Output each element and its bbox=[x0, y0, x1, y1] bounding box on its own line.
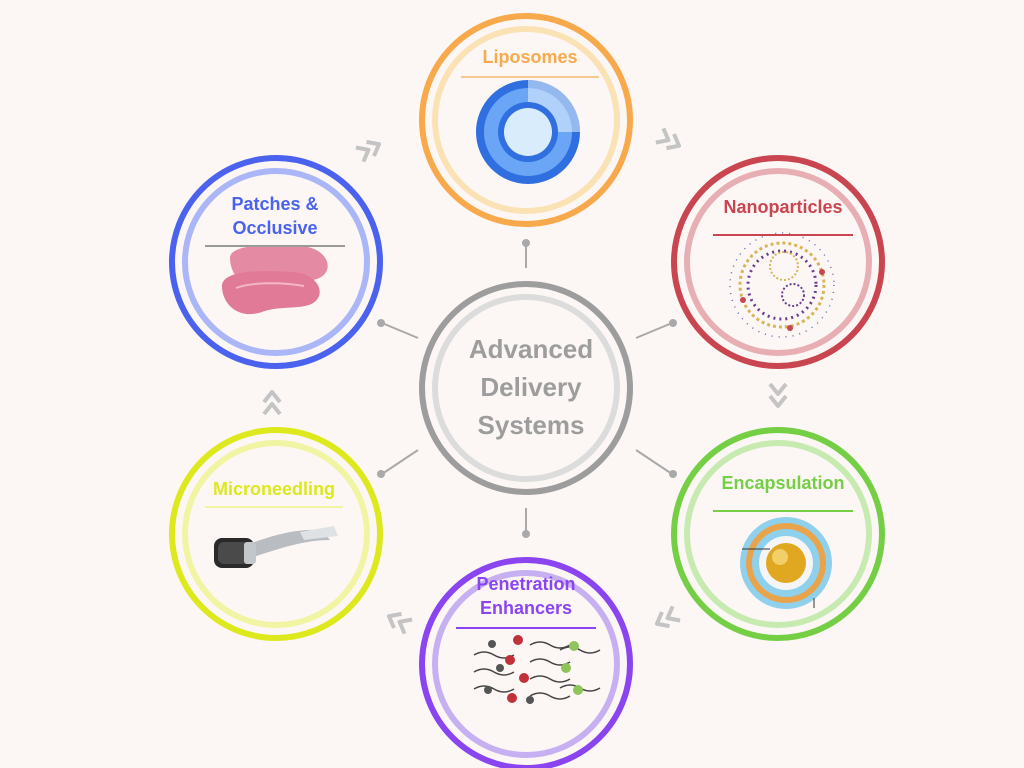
node-label-nanoparticles: Nanoparticles bbox=[698, 195, 868, 219]
node-label-line: Penetration bbox=[476, 574, 576, 594]
node-label-patches-occlusive: Patches & Occlusive bbox=[190, 192, 360, 240]
chevron-arrow-icon bbox=[655, 127, 682, 151]
center-title-line: Delivery bbox=[480, 372, 582, 402]
connector-dot-encapsulation bbox=[669, 470, 677, 478]
center-title-line: Systems bbox=[477, 410, 585, 440]
center-title: Advanced Delivery Systems bbox=[440, 330, 622, 444]
node-ring-microneedling bbox=[169, 427, 383, 641]
connectors bbox=[381, 243, 673, 534]
encapsulation-illustration bbox=[740, 517, 832, 609]
connector-dot-nanoparticles bbox=[669, 319, 677, 327]
node-label-line: Occlusive bbox=[232, 218, 318, 238]
separator-penetration bbox=[456, 627, 596, 629]
chevron-arrow-icon bbox=[355, 139, 382, 163]
patches-illustration bbox=[222, 245, 328, 315]
node-label-microneedling: Microneedling bbox=[190, 477, 358, 501]
connector-encapsulation bbox=[635, 449, 673, 475]
node-label-line: Enhancers bbox=[479, 598, 573, 618]
connector-dot-penetration bbox=[522, 530, 530, 538]
connector-dot-liposomes bbox=[522, 239, 530, 247]
separator-liposomes bbox=[461, 76, 599, 78]
node-ring-patches-occlusive bbox=[169, 155, 383, 369]
node-label-penetration-enhancers: Penetration Enhancers bbox=[441, 572, 611, 620]
chevron-arrow-icon bbox=[654, 605, 681, 629]
node-label-liposomes: Liposomes bbox=[446, 45, 614, 69]
node-label-line: Patches & bbox=[231, 194, 319, 214]
connector-nanoparticles bbox=[635, 322, 673, 339]
node-ring-encapsulation bbox=[671, 427, 885, 641]
node-label-encapsulation: Encapsulation bbox=[698, 471, 868, 495]
chevron-arrow-icon bbox=[768, 382, 788, 408]
nanoparticle-illustration bbox=[729, 232, 835, 338]
node-label-line: Microneedling bbox=[212, 479, 335, 499]
chevron-arrow-icon bbox=[386, 611, 413, 635]
liposome-illustration bbox=[476, 80, 580, 184]
chevron-arrow-icon bbox=[262, 390, 282, 416]
node-label-line: Nanoparticles bbox=[723, 197, 843, 217]
separator-patches bbox=[205, 245, 345, 247]
connector-microneedling bbox=[381, 449, 419, 475]
node-label-line: Encapsulation bbox=[721, 473, 845, 493]
separator-microneedling bbox=[205, 506, 343, 508]
separator-nanoparticles bbox=[713, 234, 853, 236]
center-title-line: Advanced bbox=[468, 334, 594, 364]
connector-dot-patches bbox=[377, 319, 385, 327]
node-ring-liposomes bbox=[419, 13, 633, 227]
microneedle-roller-illustration bbox=[214, 526, 338, 568]
connector-patches bbox=[381, 322, 419, 339]
node-ring-nanoparticles bbox=[671, 155, 885, 369]
node-ring-penetration-enhancers bbox=[419, 557, 633, 768]
node-label-line: Liposomes bbox=[482, 47, 578, 67]
connector-dot-microneedling bbox=[377, 470, 385, 478]
center-ring bbox=[419, 281, 633, 495]
separator-encapsulation bbox=[713, 510, 853, 512]
